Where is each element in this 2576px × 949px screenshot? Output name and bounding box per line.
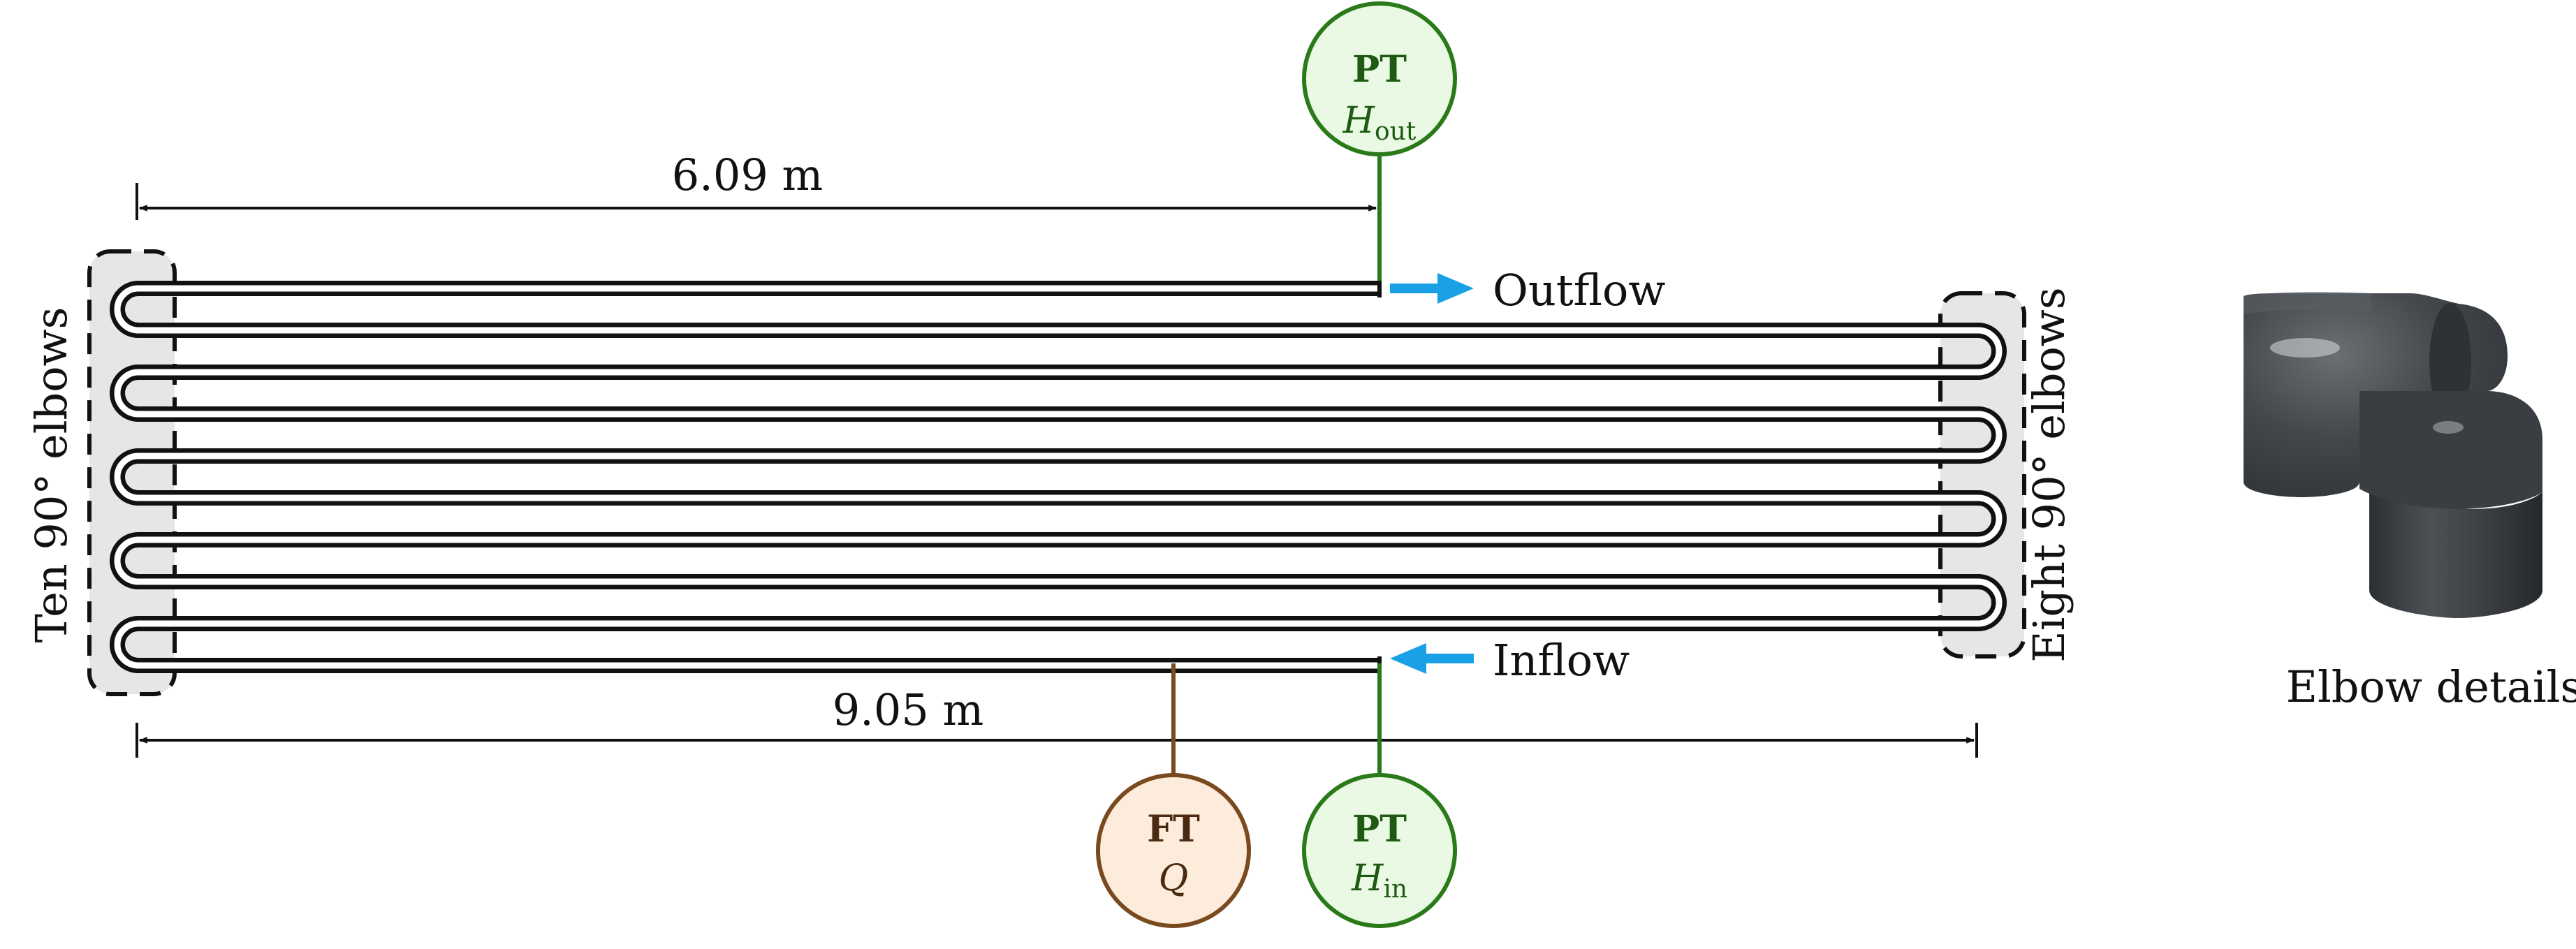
ft-instrument: FT Q <box>1096 773 1251 928</box>
pt-in-tag: PT <box>1352 808 1407 851</box>
right-elbow-label: Eight 90° elbows <box>2024 287 2074 662</box>
outflow-label: Outflow <box>1493 265 1665 316</box>
outflow-arrow <box>1390 273 1474 304</box>
dimension-label-bottom: 9.05 m <box>833 684 984 735</box>
right-elbow-group-box <box>1938 291 2026 659</box>
dimension-label-top: 6.09 m <box>672 149 824 200</box>
pt-out-variable: Hout <box>1342 100 1417 146</box>
elbow-photo <box>2244 291 2542 618</box>
ft-tag: FT <box>1147 808 1200 851</box>
elbow-photo-caption: Elbow details <box>2286 661 2576 712</box>
serpentine-pipe <box>110 279 2007 675</box>
left-elbow-label: Ten 90° elbows <box>26 307 77 643</box>
pt-in-variable: Hin <box>1351 858 1407 904</box>
dimension-bottom: 9.05 m <box>136 684 1978 758</box>
dimension-top: 6.09 m <box>136 149 1377 220</box>
pt-in-instrument: PT Hin <box>1302 773 1457 928</box>
inflow-arrow <box>1390 643 1474 674</box>
ft-variable: Q <box>1159 858 1189 899</box>
pt-out-tag: PT <box>1352 48 1407 91</box>
pt-out-instrument: PT Hout <box>1302 1 1457 156</box>
inflow-label: Inflow <box>1493 635 1630 686</box>
